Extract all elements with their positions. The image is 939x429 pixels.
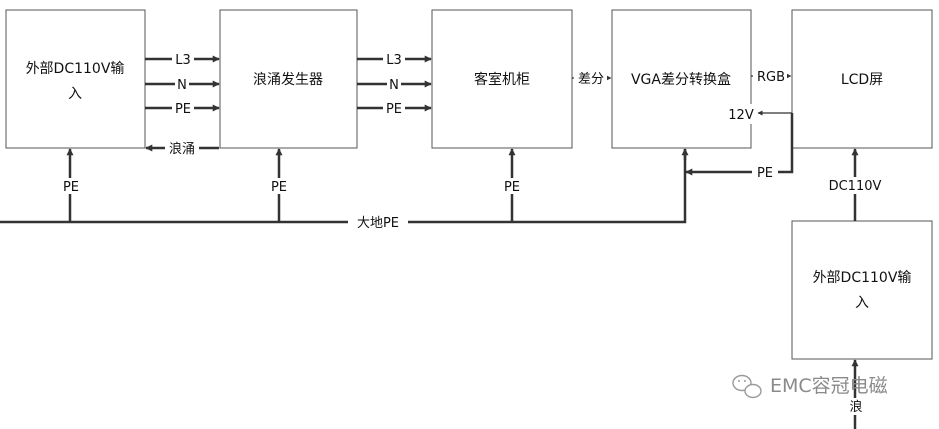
label-pe-ground-1: PE: [63, 180, 79, 195]
label-surge-return: 浪涌: [169, 142, 195, 157]
block-cabinet-label: 客室机柜: [474, 71, 530, 88]
block-lcd-label: LCD屏: [841, 72, 883, 88]
label-pe-b: PE: [386, 102, 402, 117]
block-surge-generator-label: 浪涌发生器: [253, 72, 323, 88]
block-external-input-bottom-line1: 外部DC110V输: [813, 270, 912, 286]
label-dc110v: DC110V: [829, 179, 882, 194]
block-external-input-top-line2: 入: [68, 86, 82, 102]
label-l3-a: L3: [175, 53, 191, 68]
label-pe-3-bg: [499, 178, 525, 194]
label-n-a: N: [177, 78, 187, 93]
label-pe-ground-2: PE: [271, 180, 287, 195]
block-external-input-bottom: 外部DC110V输 入: [791, 220, 933, 360]
block-external-input-top: 外部DC110V输 入: [5, 9, 146, 149]
block-external-input-bottom-line2: 入: [855, 295, 869, 311]
label-dc110v-bg: [822, 177, 888, 194]
label-surge-bottom: 浪: [849, 400, 862, 415]
label-pe-ground-3: PE: [504, 180, 520, 195]
label-rgb: RGB: [757, 70, 785, 85]
label-pe-2-bg: [266, 178, 292, 194]
label-12v: 12V: [728, 108, 754, 123]
block-surge-generator: 浪涌发生器: [219, 9, 358, 149]
label-pe-lcd: PE: [757, 166, 773, 181]
block-cabinet: 客室机柜: [431, 9, 573, 149]
label-surge-bottom-bg: [848, 398, 864, 415]
labels-input-to-generator: L3 N PE 浪涌: [165, 51, 199, 157]
ground-bus: [0, 148, 689, 224]
label-n-b: N: [389, 78, 399, 93]
link-12v: 12V: [665, 104, 792, 124]
block-external-input-top-line1: 外部DC110V输: [26, 61, 125, 77]
link-rgb: RGB: [751, 68, 792, 85]
label-pe-lcd-bg: [752, 164, 778, 180]
label-l3-b: L3: [386, 53, 402, 68]
label-pe-a: PE: [175, 102, 191, 117]
labels-generator-to-cabinet: L3 N PE: [383, 51, 405, 117]
wechat-icon: [732, 374, 762, 399]
label-ground-bg: [348, 213, 408, 231]
label-pe-1-bg: [58, 178, 84, 194]
label-ground: 大地PE: [357, 216, 399, 231]
block-lcd: LCD屏: [791, 9, 933, 149]
label-differential: 差分: [578, 72, 604, 87]
link-differential: 差分: [572, 69, 612, 87]
watermark: EMC容冠电磁: [732, 374, 888, 399]
block-vga-converter-label: VGA差分转换盒: [631, 71, 731, 88]
block-vga-converter: VGA差分转换盒: [611, 9, 752, 149]
watermark-text: EMC容冠电磁: [770, 375, 888, 397]
